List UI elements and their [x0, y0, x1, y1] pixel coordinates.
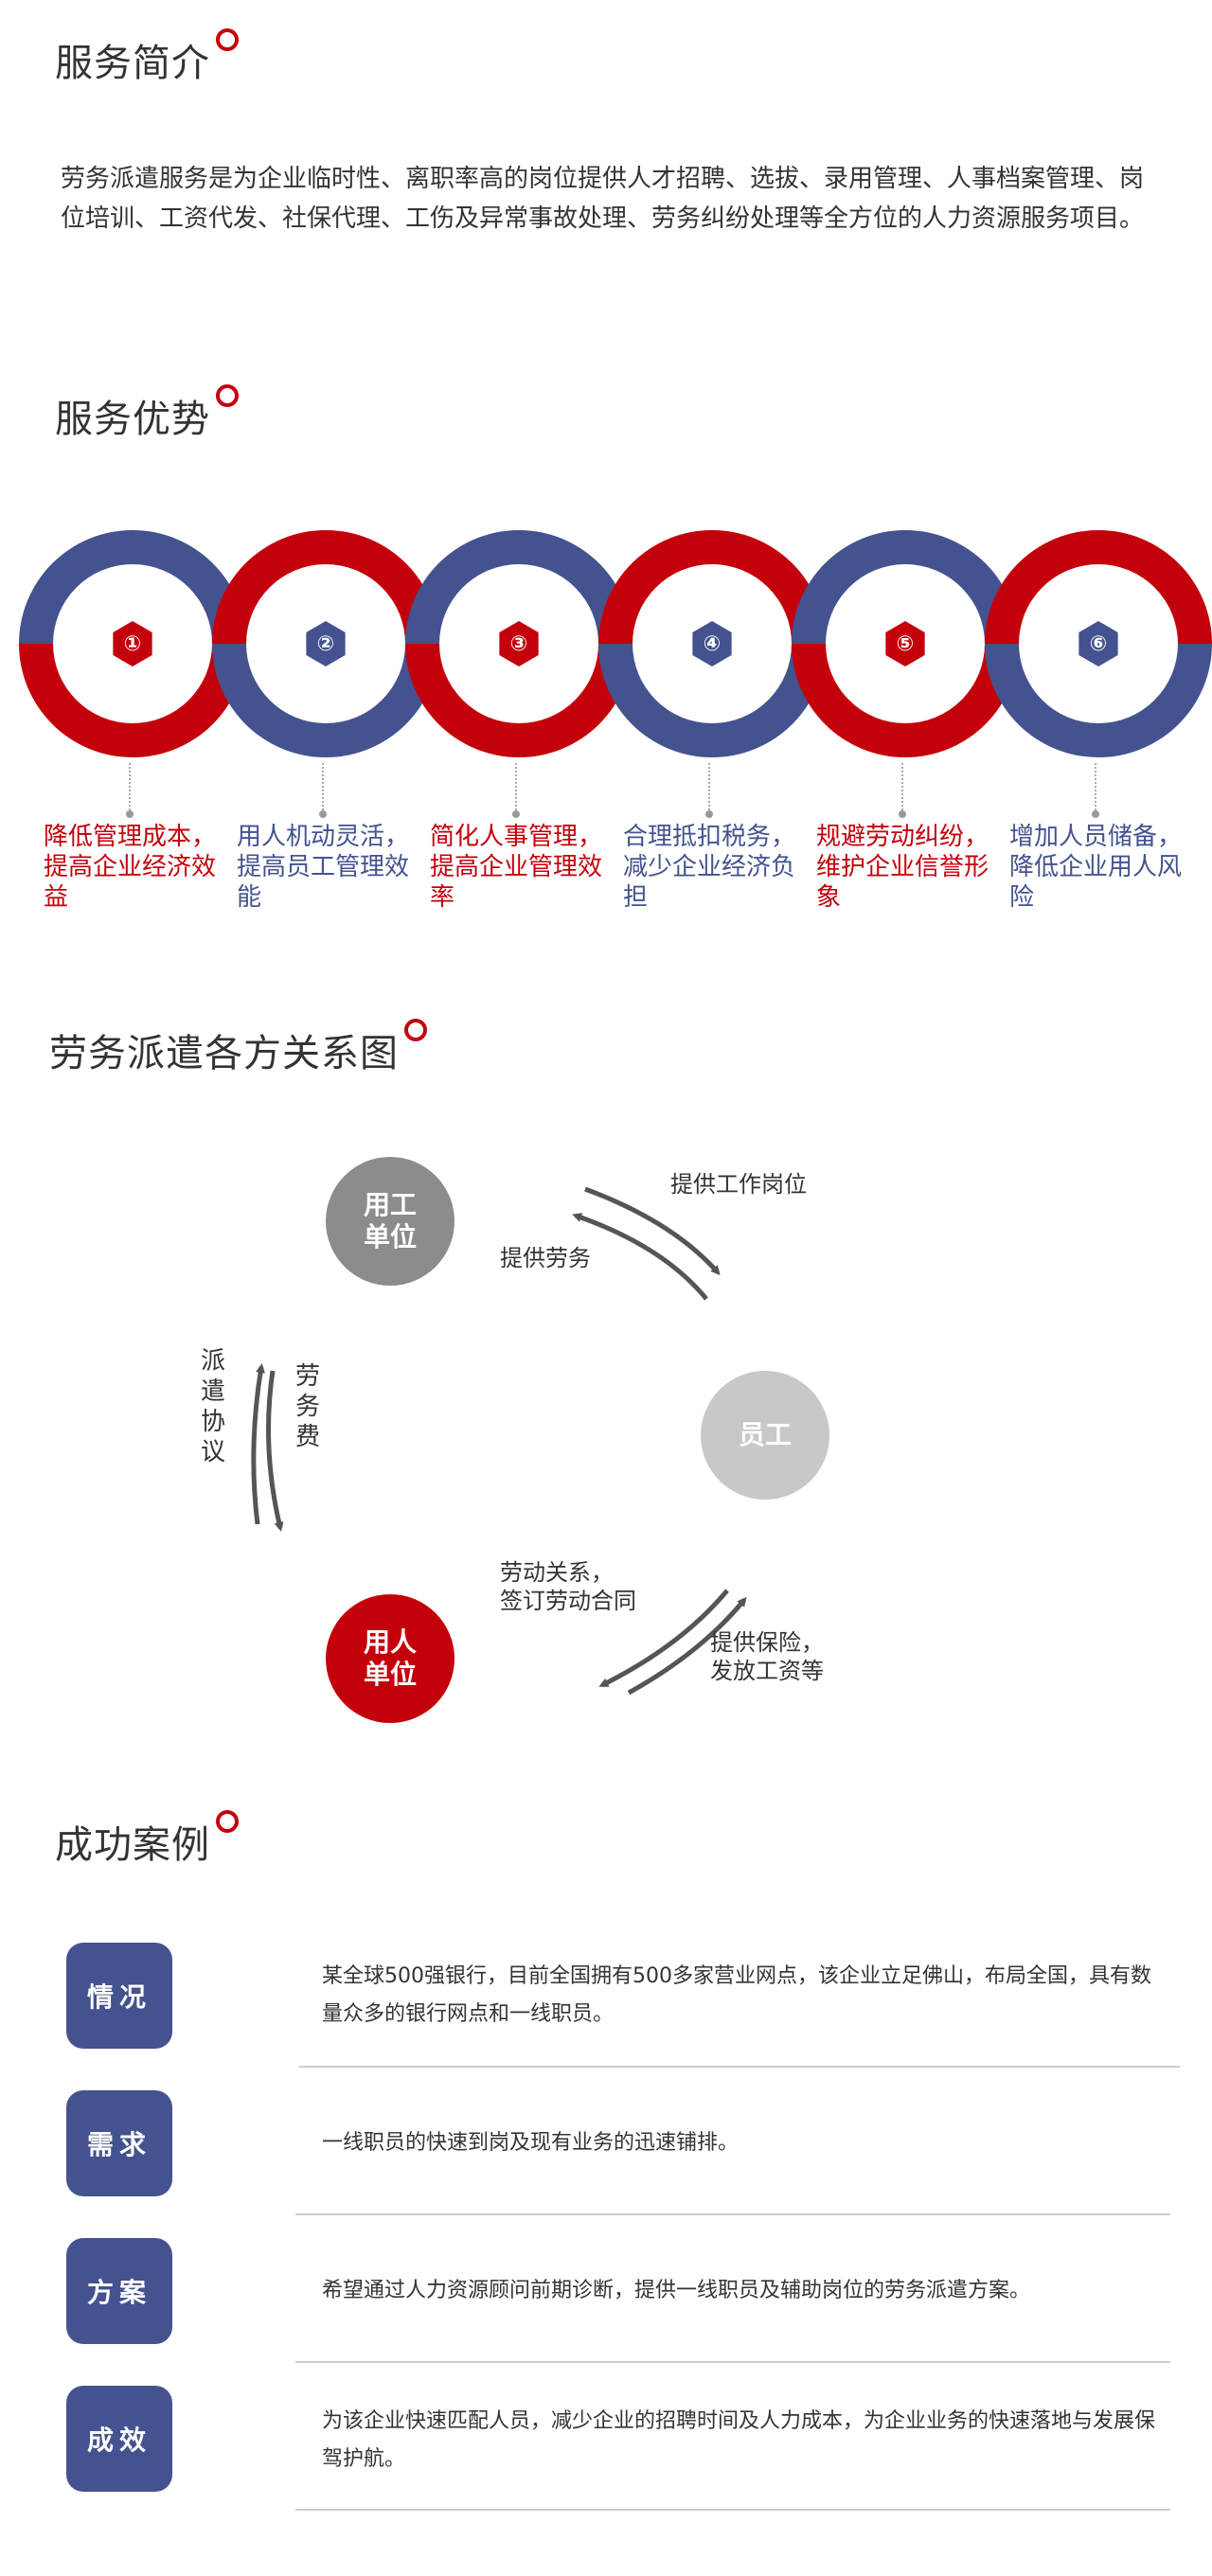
case-divider — [299, 2066, 1180, 2068]
advantage-text-6: 增加人员储备，降低企业用人风险 — [1009, 823, 1183, 912]
case-tag-situation: 情况 — [66, 1943, 172, 2049]
title-circle-icon — [216, 1810, 239, 1833]
title-circle-icon — [404, 1019, 427, 1041]
label-labor-relation: 劳动关系， 签订劳动合同 — [500, 1559, 636, 1614]
title-circle-icon — [216, 384, 239, 407]
label-provide-labor: 提供劳务 — [500, 1245, 591, 1271]
title-circle-icon — [216, 28, 239, 51]
arrow-provide-job — [584, 1186, 721, 1275]
advantages-section-title: 服务优势 — [55, 384, 239, 443]
intro-section-title: 服务简介 — [55, 28, 239, 87]
arrow-dispatch-agreement — [251, 1363, 265, 1525]
case-text-result: 为该企业快速匹配人员，减少企业的招聘时间及人力成本，为企业业务的快速落地与发展保… — [322, 2409, 1156, 2471]
advantage-text-1: 降低管理成本，提高企业经济效益 — [44, 823, 217, 912]
employee-node: 员工 — [701, 1371, 829, 1500]
case-tag-plan: 方案 — [66, 2238, 172, 2344]
advantage-ring-6: ⑥ — [985, 530, 1212, 757]
advantage-text-4: 合理抵扣税务，减少企业经济负担 — [623, 823, 796, 912]
case-divider — [295, 2213, 1170, 2215]
advantage-ring-3: ③ — [405, 530, 633, 757]
advantage-text-3: 简化人事管理，提高企业管理效率 — [430, 823, 603, 912]
arrow-labor-fee — [266, 1370, 284, 1532]
cases-section-title: 成功案例 — [55, 1810, 239, 1869]
dotted-connector — [1092, 763, 1099, 818]
agency-node: 用人单位 — [326, 1594, 454, 1723]
case-tag-need: 需求 — [66, 2090, 172, 2196]
advantage-ring-1: ① — [19, 530, 246, 757]
label-labor-fee: 劳务费 — [295, 1362, 321, 1451]
dotted-connector — [319, 763, 327, 818]
employer-node: 用工单位 — [326, 1157, 454, 1286]
dotted-connector — [705, 763, 713, 818]
advantage-ring-4: ④ — [598, 530, 826, 757]
advantage-text-5: 规避劳动纠纷，维护企业信誉形象 — [816, 823, 989, 912]
advantage-ring-5: ⑤ — [792, 530, 1019, 757]
arrow-insurance — [627, 1596, 747, 1696]
arrow-labor-relation — [598, 1589, 729, 1688]
dotted-connector — [899, 763, 906, 818]
case-text-situation: 某全球500强银行，目前全国拥有500多家营业网点，该企业立足佛山，布局全国，具… — [322, 1964, 1151, 2026]
label-dispatch-agreement: 派遣协议 — [201, 1347, 226, 1466]
dotted-connector — [512, 763, 520, 818]
label-provide-job: 提供工作岗位 — [670, 1171, 807, 1198]
case-divider — [295, 2509, 1170, 2511]
label-insurance: 提供保险， 发放工资等 — [710, 1629, 824, 1684]
intro-paragraph: 劳务派遣服务是为企业临时性、离职率高的岗位提供人才招聘、选拔、录用管理、人事档案… — [61, 165, 1145, 233]
dotted-connector — [126, 763, 134, 818]
advantage-ring-2: ② — [212, 530, 439, 757]
relations-section-title: 劳务派遣各方关系图 — [49, 1019, 427, 1077]
arrow-provide-labor — [572, 1213, 708, 1301]
advantage-text-2: 用人机动灵活，提高员工管理效能 — [237, 823, 410, 912]
case-text-plan: 希望通过人力资源顾问前期诊断，提供一线职员及辅助岗位的劳务派遣方案。 — [322, 2279, 1031, 2302]
case-tag-result: 成效 — [66, 2386, 172, 2492]
case-divider — [295, 2361, 1170, 2363]
case-text-need: 一线职员的快速到岗及现有业务的迅速铺排。 — [322, 2131, 740, 2155]
